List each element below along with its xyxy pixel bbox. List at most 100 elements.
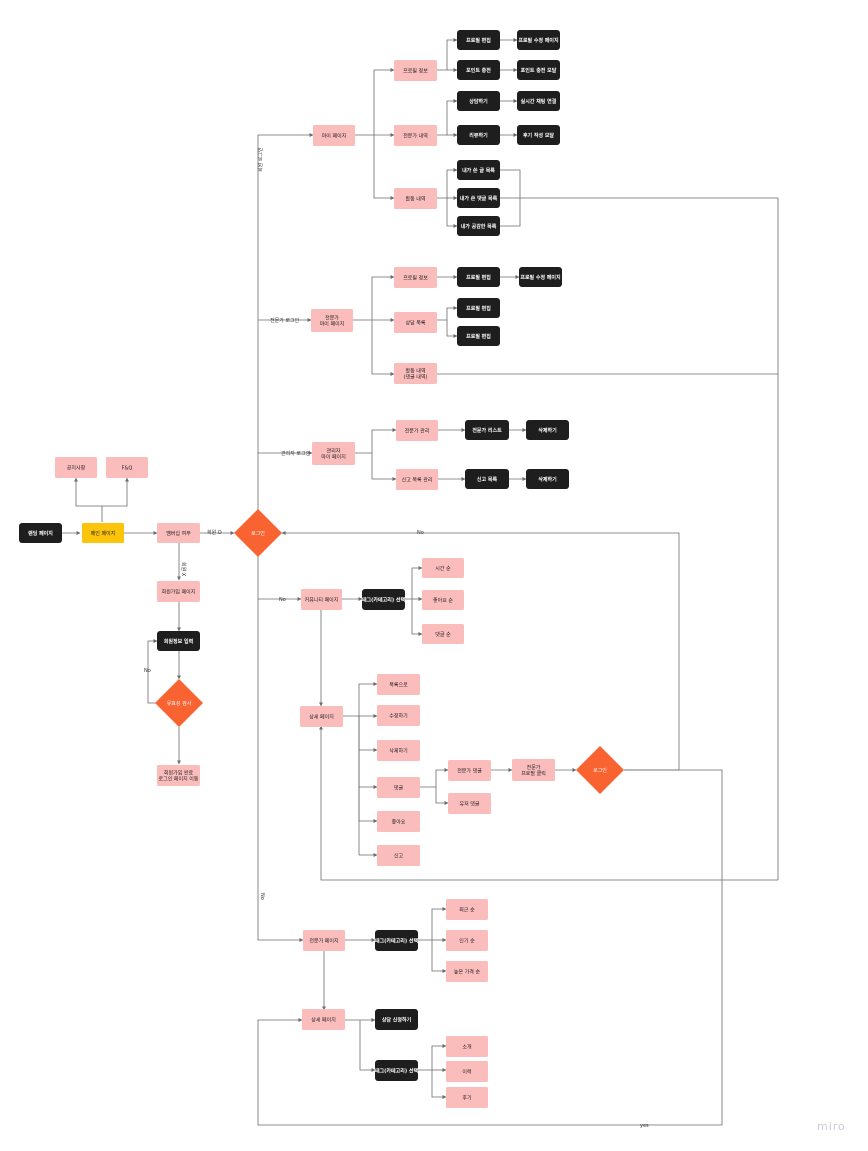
node-validation: 유효성 검사 [155,679,203,727]
sort-time-label: 시간 순 [435,565,451,572]
consult-history-shape [394,125,437,146]
node-apply-consult: 상담 신청하기 [375,1009,418,1030]
my-posts-label: 내가 쓴 글 목록 [462,167,495,174]
node-login2: 로그인 [576,746,624,794]
tag-select-label: 태그(카테고리) 선택 [362,596,406,603]
node-point-charge: 포인트 충전 [457,60,500,80]
node-expert-consult-list: 상담 목록 [394,312,437,333]
node-detail: 상세 페이지 [300,706,343,727]
expert-profile-edit-page-shape [519,267,562,287]
sort-comment-shape [422,624,464,644]
detail-shape [300,706,343,727]
profile-edit-label: 프로필 편집 [466,37,491,44]
node-reviews: 후기 [446,1087,488,1108]
login2-label: 로그인 [593,767,607,774]
review-modal-label: 후기 작성 모달 [523,132,554,139]
activity-label: 활동 내역 [406,195,426,202]
faq-shape [106,457,148,478]
expert-list-shape [465,420,509,440]
expert-profile-edit-shape [457,267,500,287]
sort-rating-label: 인기 순 [459,937,475,944]
expert-activity-shape [394,363,437,384]
node-expert-profile: 프로필 정보 [394,267,437,288]
sort-rating-shape [446,930,488,951]
splash-label: 랜딩 페이지 [28,530,53,537]
node-delete2: 삭제하기 [526,469,569,489]
node-my-comments: 내가 쓴 댓글 목록 [457,188,500,208]
node-expert-profile-edit-page: 프로필 수정 페이지 [519,267,562,287]
node-intro: 소개 [446,1036,488,1057]
node-consult-reserve: 상담하기 [457,91,500,111]
user-comment-shape [448,793,491,814]
realtime-chat-shape [517,91,560,111]
expert-mypage-shape [311,309,353,332]
expert-page-label: 전문가 페이지 [309,937,338,944]
node-login: 로그인 [234,509,282,557]
node-tag-select3: 태그(카테고리) 선택 [375,1060,418,1081]
node-user-comment: 유저 댓글 [448,793,491,814]
expert-consult-edit1-label: 프로필 편집 [466,305,491,312]
apply-consult-label: 상담 신청하기 [382,1016,412,1023]
signup-shape [157,581,200,602]
sort-time-shape [422,558,464,578]
expert-comment-label: 전문가 댓글 [457,767,482,774]
to-list-label: 목록으로 [389,682,408,688]
node-tag-select: 태그(카테고리) 선택 [362,589,406,610]
edge-label-user-login: 회원 로그인 [257,147,264,172]
node-point-charge-modal: 포인트 충전 모달 [517,60,560,80]
member-check-shape [157,523,200,543]
node-comment: 댓글 [377,777,420,798]
tag-select2-label: 태그(카테고리) 선택 [375,937,419,944]
expert-list-label: 전문가 리스트 [472,427,502,434]
node-expert-list: 전문가 리스트 [465,420,509,440]
consult-history-label: 전문가 내역 [403,132,428,139]
node-profile: 프로필 정보 [394,60,437,81]
expert-manage-shape [396,420,438,441]
delete2-label: 삭제하기 [538,476,557,483]
node-expert-comment: 전문가 댓글 [448,760,491,781]
node-faq: F&Q [106,457,148,478]
my-comments-shape [457,188,500,208]
member-check-label: 멤버십 여부 [166,530,191,537]
node-sort-comment: 댓글 순 [422,624,464,644]
login2-shape [576,746,624,794]
miro-logo: miro [817,1120,846,1133]
comment-shape [377,777,420,798]
user-comment-label: 유저 댓글 [460,800,480,807]
edit-shape [377,705,420,726]
career-shape [446,1061,488,1082]
comment-label: 댓글 [394,784,404,791]
expert-consult-edit2-label: 프로필 편집 [466,333,491,340]
node-expert-manage: 전문가 관리 [396,420,438,441]
to-list-shape [377,674,420,695]
profile-edit-shape [457,30,500,50]
expert-manage-label: 전문가 관리 [405,427,430,434]
my-comments-label: 내가 쓴 댓글 목록 [460,195,498,202]
realtime-chat-label: 실시간 채팅 연결 [521,98,557,105]
edge-label-expert-login: 전문가 로그인 [270,317,300,324]
report-manage-shape [396,469,438,490]
node-expert-consult-edit1: 프로필 편집 [457,298,500,318]
report-list-shape [465,469,509,489]
validation-shape [155,679,203,727]
point-charge-modal-label: 포인트 충전 모달 [521,67,557,74]
tag-select-shape [362,589,405,610]
my-posts-shape [457,160,500,180]
expert-profile-click-shape [512,759,555,781]
profile-label: 프로필 정보 [403,67,428,74]
notice-shape [55,457,97,478]
like-label: 좋아요 [392,818,406,825]
edge-label-no-expert: No [259,893,265,900]
delete1-shape [526,420,569,440]
notice-label: 공지사항 [67,464,86,471]
profile-shape [394,60,437,81]
node-like: 좋아요 [377,811,420,832]
main-label: 메인 페이지 [91,530,116,537]
edit-label: 수정하기 [389,712,407,719]
